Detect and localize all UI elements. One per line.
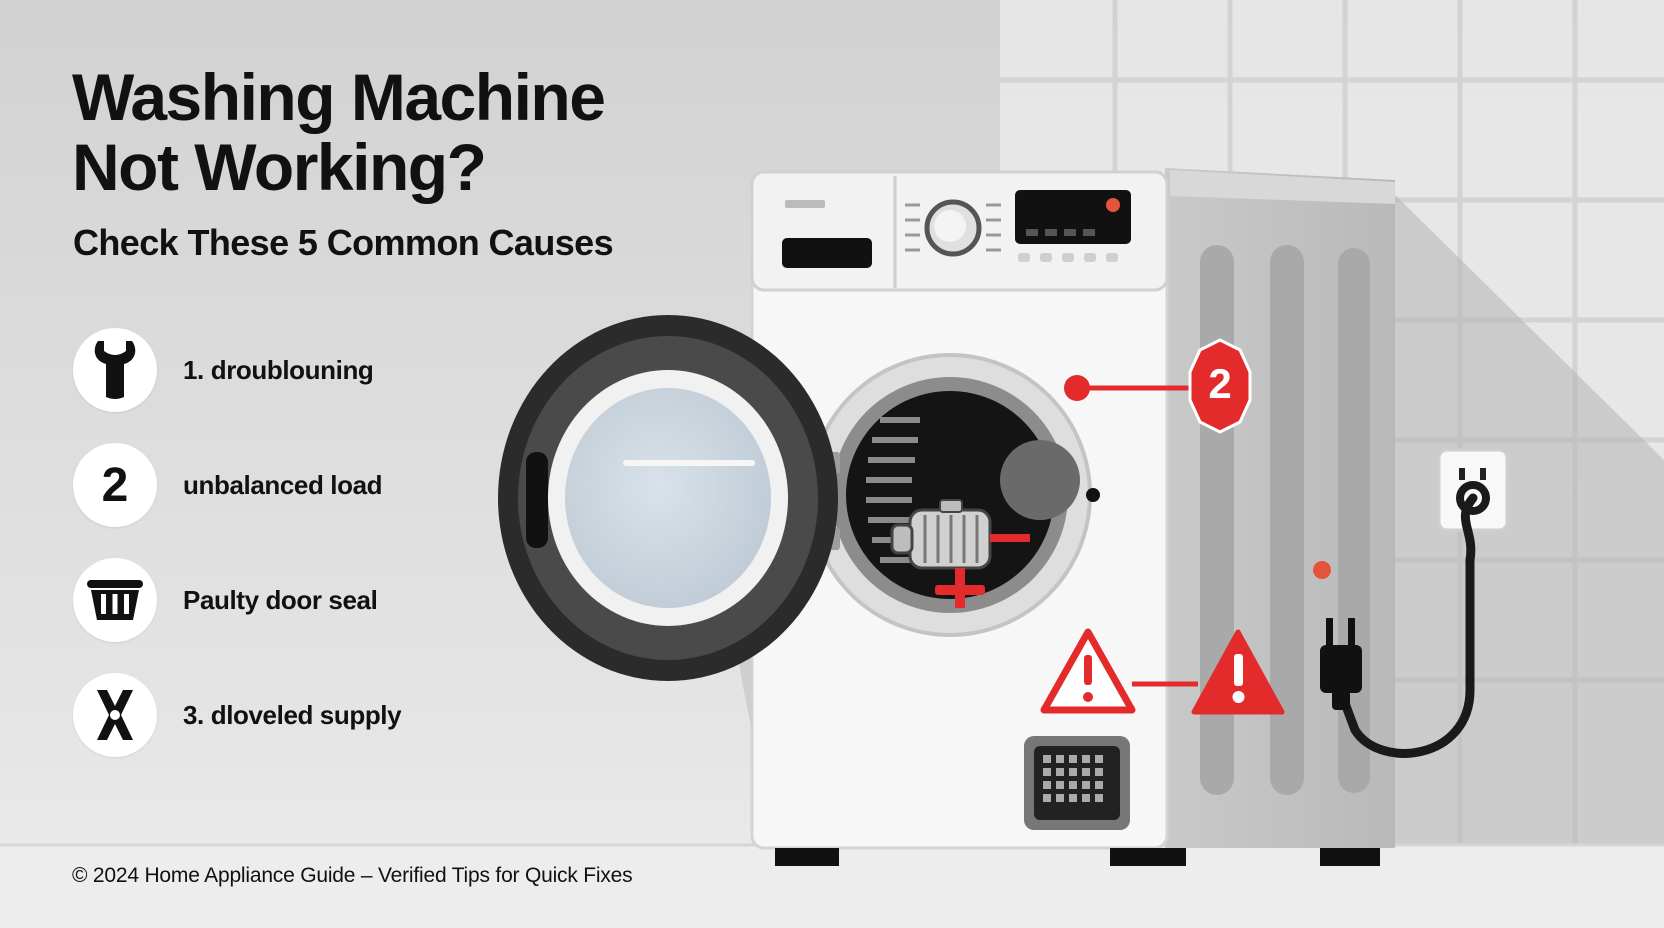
plug-icon <box>1320 618 1362 710</box>
door-handle <box>526 452 548 548</box>
tools-cross-icon <box>97 690 133 740</box>
wrench-icon <box>94 341 136 399</box>
cause-badge <box>73 328 157 412</box>
machine-foot <box>775 848 839 866</box>
open-door <box>498 315 838 681</box>
door-glass <box>565 388 771 608</box>
callout-number: 2 <box>1208 360 1231 407</box>
cause-label: 3. dloveled supply <box>183 699 402 730</box>
digital-display <box>1015 190 1131 244</box>
cause-label: Paulty door seal <box>183 584 378 615</box>
warning-triangle-icon <box>1191 629 1285 715</box>
cause-number: 2 <box>101 458 129 512</box>
detergent-drawer <box>782 238 872 268</box>
power-cord <box>1335 493 1478 758</box>
motor-icon <box>890 499 1030 608</box>
drain-filter-icon <box>1024 736 1130 830</box>
title-line-2: Not Working? <box>72 130 487 204</box>
wall-outlet-icon <box>1437 448 1509 532</box>
laundry-basket-icon <box>87 580 143 620</box>
cause-badge <box>73 673 157 757</box>
cause-item-3: Paulty door seal <box>73 557 593 643</box>
page-title: Washing Machine Not Working? <box>72 60 606 204</box>
program-knob-icon <box>905 199 1001 257</box>
cause-item-4: 3. dloveled supply <box>73 672 593 758</box>
warning-triangle-icon <box>1040 628 1136 714</box>
cause-label: 1. droublouning <box>183 354 374 385</box>
cause-badge: 2 <box>73 443 157 527</box>
cause-item-1: 1. droublouning <box>73 327 593 413</box>
cause-item-2: 2 unbalanced load <box>73 442 593 528</box>
callout-marker: 2 <box>1064 338 1252 434</box>
machine-foot <box>1110 848 1186 866</box>
subtitle: Check These 5 Common Causes <box>73 222 614 263</box>
cause-label: unbalanced load <box>183 469 383 500</box>
wall-shadow <box>1380 180 1664 860</box>
footer-copyright: © 2024 Home Appliance Guide – Verified T… <box>72 864 633 887</box>
cause-badge <box>73 558 157 642</box>
title-line-1: Washing Machine <box>72 60 606 134</box>
machine-foot <box>1320 848 1380 866</box>
